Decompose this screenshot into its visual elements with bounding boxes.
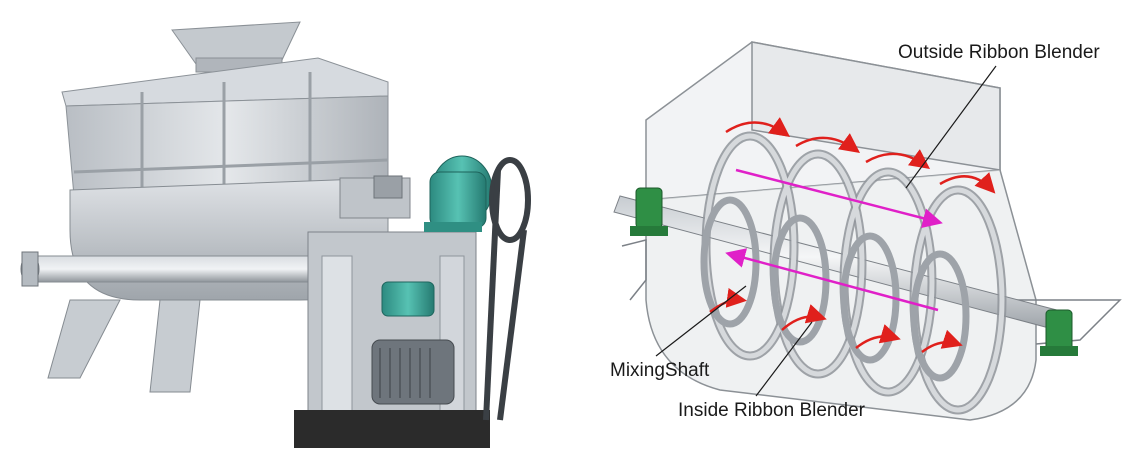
bearing-icon — [1040, 309, 1078, 356]
motor-icon — [371, 339, 455, 405]
motor-icon — [381, 281, 435, 317]
label-mixing-shaft: MixingShaft — [610, 360, 710, 381]
rotation-arrow — [855, 324, 901, 349]
left-leg — [47, 299, 121, 379]
rotation-arrow — [709, 287, 747, 313]
rotation-arrow — [865, 149, 931, 169]
front-leg — [149, 299, 201, 393]
belt-pulley — [483, 157, 531, 421]
gearbox-icon — [339, 155, 493, 232]
bearing-icon — [630, 187, 668, 236]
inside-ribbon-leader — [755, 321, 813, 397]
ribbon-blender-diagram — [613, 41, 1122, 421]
machine-photo — [20, 21, 531, 448]
rotation-arrow — [921, 329, 963, 353]
rotation-arrow — [781, 304, 827, 331]
label-outside-ribbon: Outside Ribbon Blender — [898, 42, 1100, 63]
label-inside-ribbon: Inside Ribbon Blender — [678, 400, 865, 421]
left-flange — [621, 239, 647, 301]
mixing-shaft-leader — [655, 285, 747, 357]
rotation-arrow — [939, 172, 996, 194]
rotation-arrow — [795, 133, 861, 153]
outside-ribbon-leader — [905, 65, 997, 189]
flow-arrow-forward — [735, 168, 943, 228]
flow-arrow-back — [725, 248, 939, 312]
rotation-arrow — [725, 117, 791, 137]
discharge-pipe — [20, 251, 361, 287]
